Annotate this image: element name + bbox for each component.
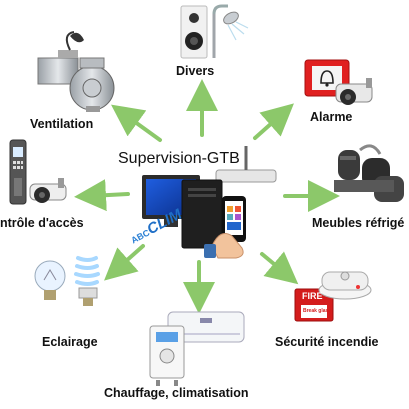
node-label-ventilation: Ventilation	[30, 117, 94, 131]
arrow-eclairage	[104, 244, 145, 281]
light-bulb-icon	[34, 260, 66, 300]
camera-icon-access	[29, 178, 67, 203]
fire-sign-top-text: FIRE	[302, 291, 323, 301]
arrow-alarme	[253, 103, 294, 140]
air-conditioner-icon	[167, 311, 245, 343]
fire-alarm-sign-icon	[294, 288, 334, 322]
speaker-icon	[180, 5, 208, 59]
shower-icon	[212, 4, 249, 58]
node-label-securite: Sécurité incendie	[275, 335, 379, 349]
access-keypad-icon	[9, 139, 27, 205]
fire-sign-bottom-text: Break glass	[303, 308, 332, 314]
node-label-alarme: Alarme	[310, 110, 353, 124]
arrow-controle	[74, 179, 130, 212]
node-label-divers: Divers	[176, 64, 215, 78]
arrows	[74, 79, 340, 314]
computer-tower-icon	[181, 179, 223, 249]
node-label-chauffage: Chauffage, climatisation	[104, 386, 249, 400]
camera-icon-alarme	[335, 78, 373, 105]
center-title: Supervision-GTB	[118, 150, 240, 167]
compressor-icon	[334, 144, 404, 202]
boiler-icon	[149, 325, 185, 386]
smartphone-icon	[222, 196, 246, 242]
arrow-ventilation	[111, 104, 162, 142]
cfl-bulb-icon	[74, 256, 100, 306]
hand-icon	[204, 233, 244, 259]
node-label-meubles: Meubles réfrigé	[312, 216, 405, 230]
ventilation-pump-icon	[37, 31, 115, 112]
node-label-eclairage: Eclairage	[42, 335, 98, 349]
smoke-detector-icon	[318, 271, 372, 300]
arrow-securite	[260, 251, 299, 285]
node-label-controle: ntrôle d'accès	[0, 216, 84, 230]
router-icon	[215, 146, 277, 183]
